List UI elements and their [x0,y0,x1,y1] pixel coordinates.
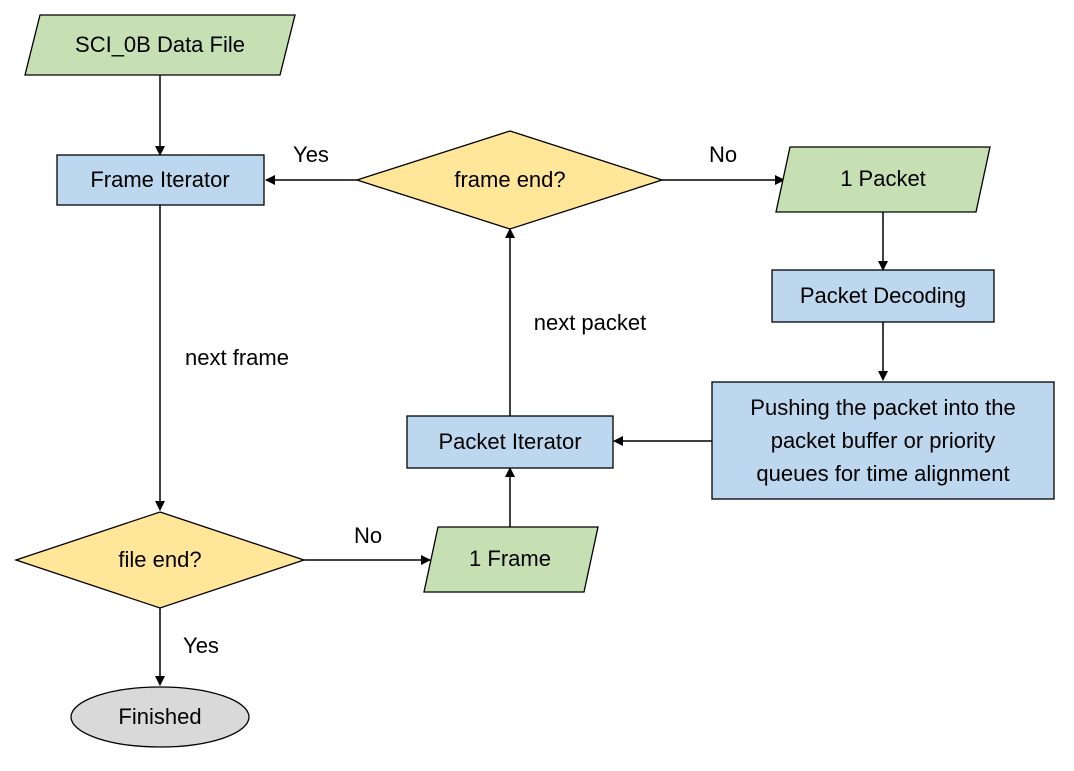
frame-iterator-node: Frame Iterator [56,154,265,206]
frame-iterator-shape [56,154,265,206]
file-end-no-label: No [354,523,382,548]
one-frame-node: 1 Frame [423,526,599,593]
pushing-packet-label-line1: Pushing the packet into the [750,395,1015,420]
file-end-yes-label: Yes [183,633,219,658]
data-file-node: SCI_0B Data File [24,14,296,76]
file-end-node: file end? [13,511,307,609]
frame-end-no-label: No [709,142,737,167]
finished-label: Finished [118,704,201,729]
packet-iterator-node: Packet Iterator [406,415,614,469]
finished-shape [70,686,250,748]
next-frame-label: next frame [185,345,289,370]
one-packet-label: 1 Packet [840,166,926,191]
next-packet-label: next packet [534,310,647,335]
data-file-shape [24,14,296,76]
frame-end-yes-label: Yes [293,142,329,167]
pushing-packet-label-line2: packet buffer or priority [771,428,996,453]
pushing-packet-node: Pushing the packet into the packet buffe… [711,381,1055,500]
frame-iterator-label: Frame Iterator [90,167,229,192]
one-frame-shape [423,526,599,593]
frame-end-label: frame end? [454,167,565,192]
pushing-packet-shape [711,381,1055,500]
one-packet-shape [775,146,991,213]
one-frame-label: 1 Frame [469,546,551,571]
file-end-label: file end? [118,547,201,572]
packet-iterator-label: Packet Iterator [438,429,581,454]
frame-end-node: frame end? [354,130,665,230]
packet-decoding-node: Packet Decoding [771,269,995,323]
packet-iterator-shape [406,415,614,469]
packet-decoding-label: Packet Decoding [800,283,966,308]
packet-decoding-shape [771,269,995,323]
data-file-label: SCI_0B Data File [75,32,245,57]
pushing-packet-label-line3: queues for time alignment [756,461,1009,486]
finished-node: Finished [70,686,250,748]
one-packet-node: 1 Packet [775,146,991,213]
frame-end-shape [354,130,665,230]
file-end-shape [13,511,307,609]
